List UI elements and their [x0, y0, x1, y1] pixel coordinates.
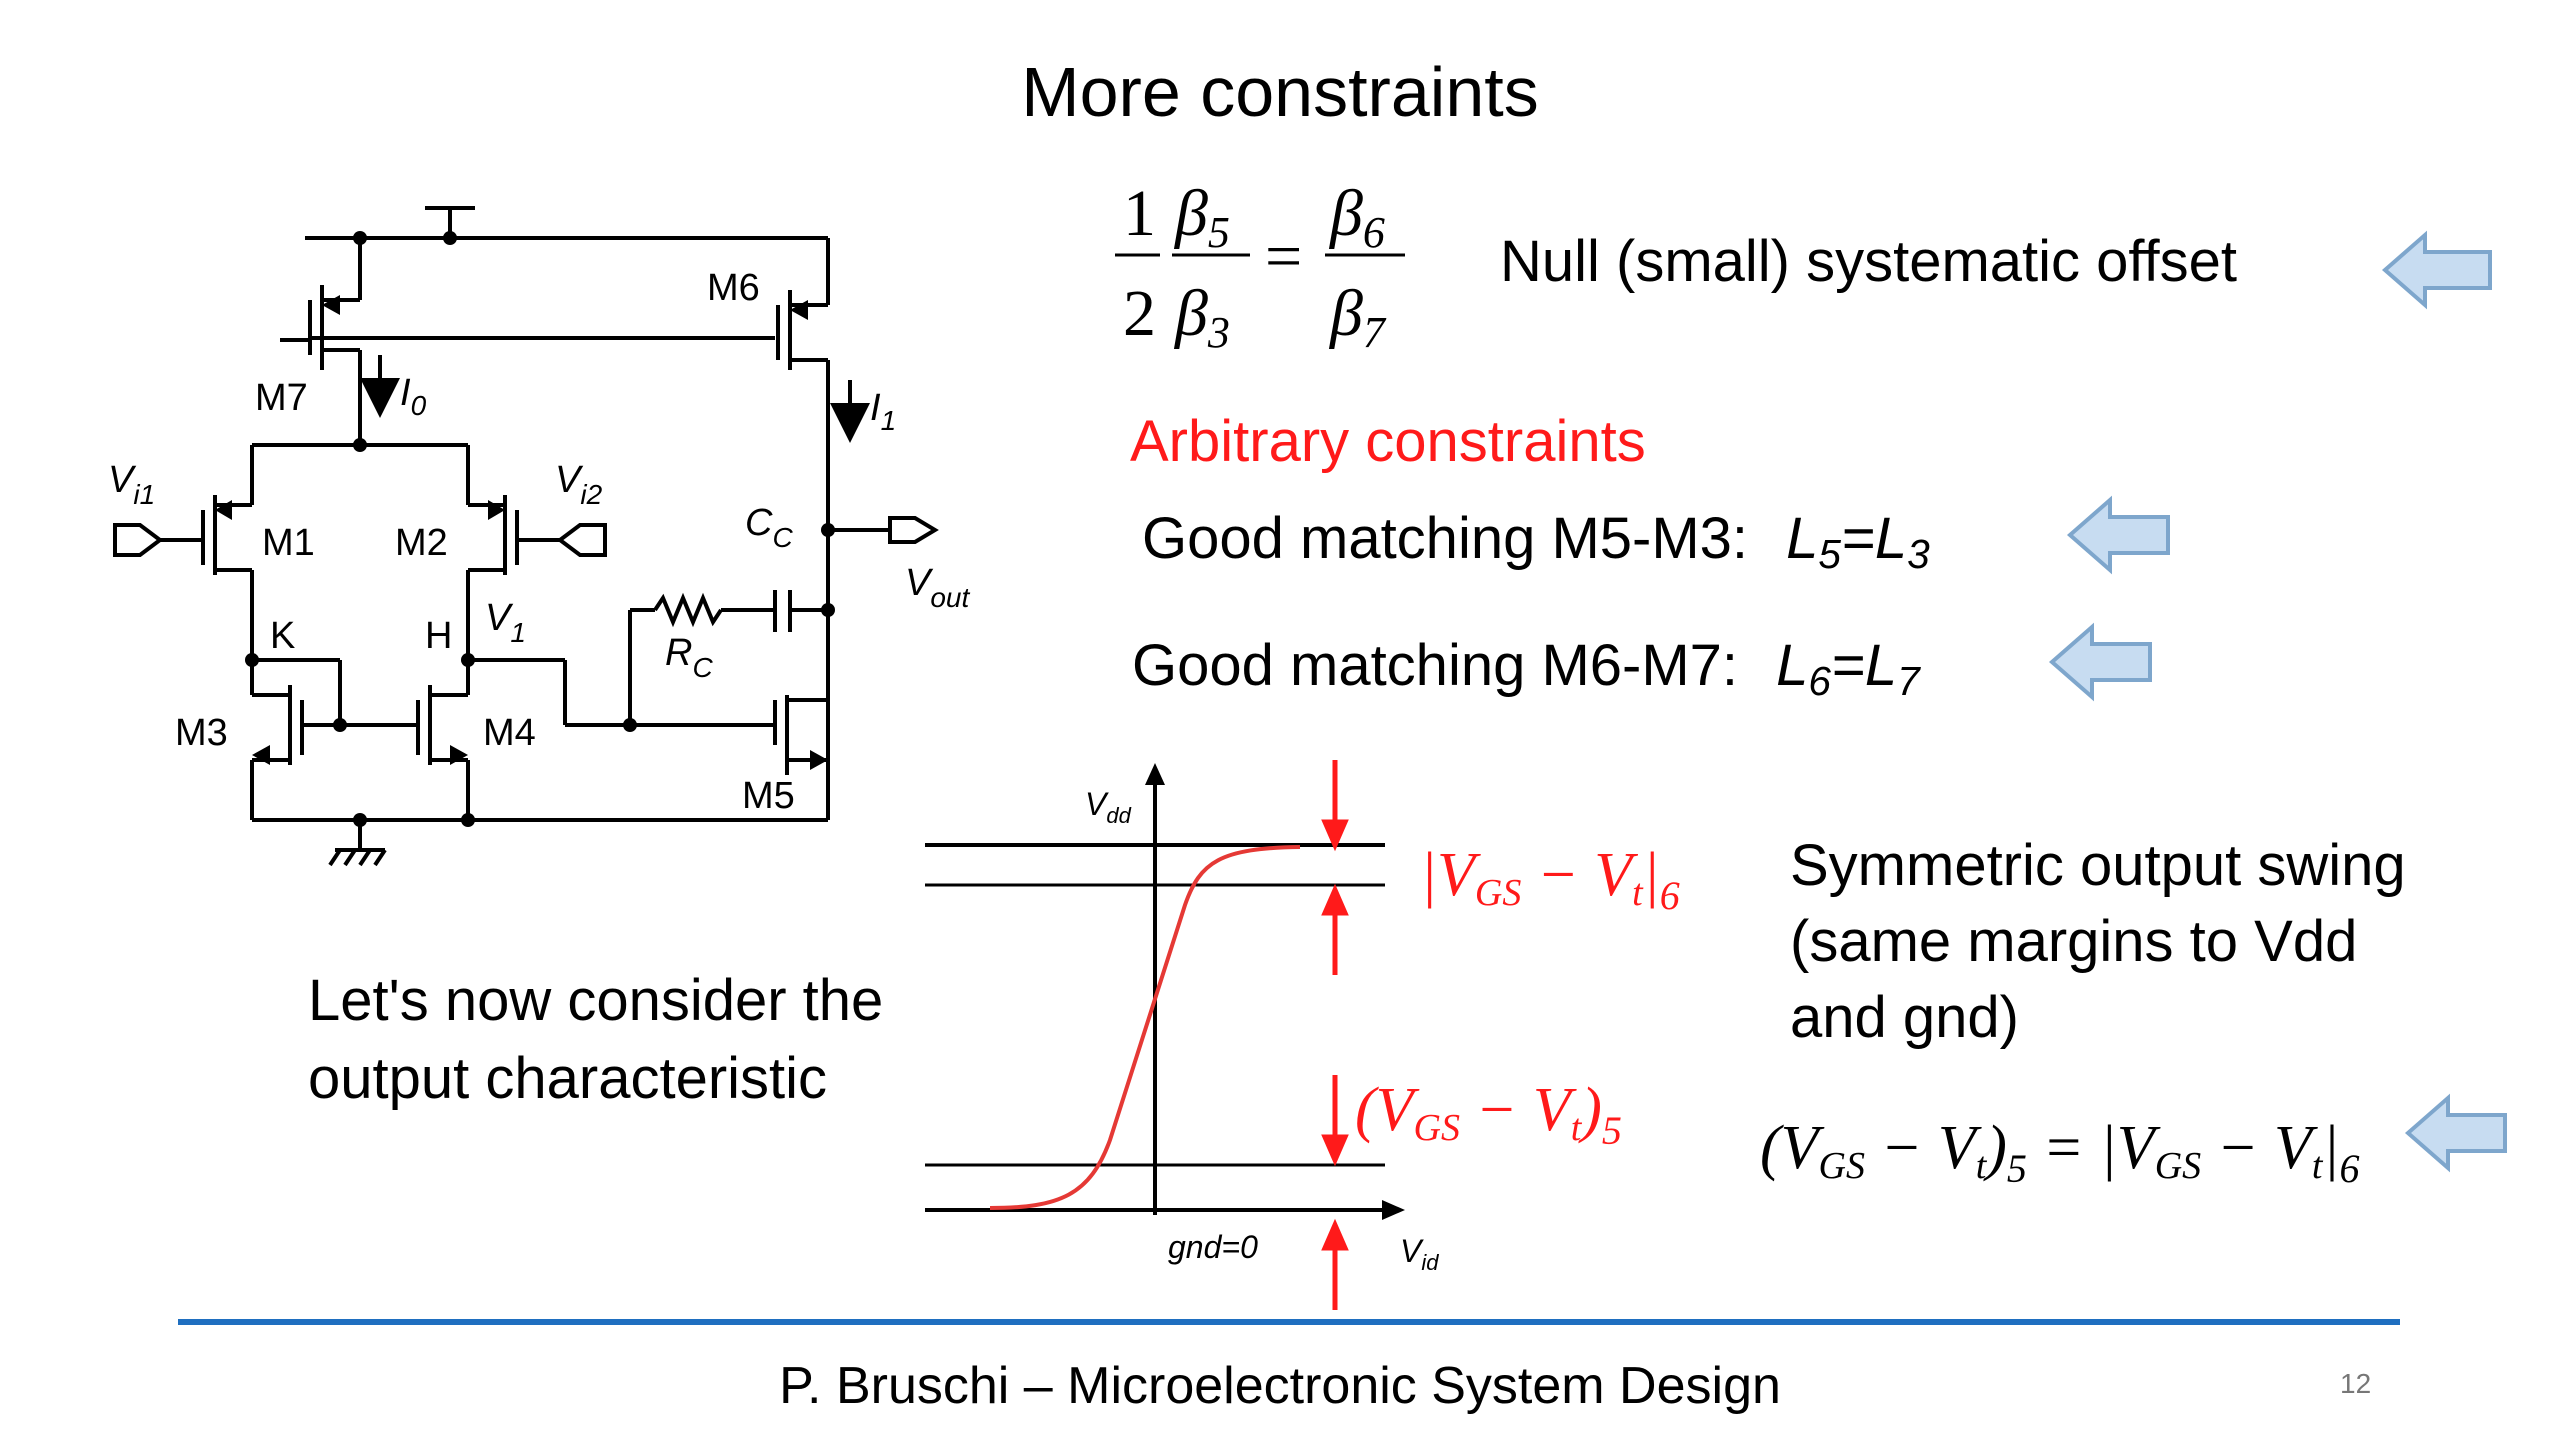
eq-beta6: β6: [1328, 177, 1385, 257]
label-vi2: Vi2: [555, 459, 603, 510]
l3-sub: 3: [1907, 531, 1930, 578]
label-m6: M6: [707, 267, 760, 309]
footer-author: P. Bruschi – Microelectronic System Desi…: [779, 1357, 1781, 1415]
good-matching-m5-m3-label: Good matching M5-M3:: [1142, 506, 1749, 571]
eq-one: 1: [1123, 177, 1156, 250]
page-number: 12: [2340, 1368, 2372, 1399]
eq-beta5: β5: [1173, 177, 1230, 257]
transfer-curve: [989, 845, 1301, 1210]
eq-beta3: β3: [1173, 277, 1230, 357]
l5-sub: 5: [1818, 531, 1841, 578]
slide-title: More constraints: [1021, 53, 1539, 131]
circuit-labels: M7 M6 M1 M2 M3 M4 M5 K H I0 I1 Vi1 Vi2 V…: [108, 267, 971, 817]
left-arrow-icon: [2404, 1093, 2507, 1173]
label-h: H: [425, 615, 452, 657]
left-arrow-icon: [2048, 622, 2152, 702]
symmetric-equation: (VGS − Vt)5 = |VGS − Vt|6: [1760, 1114, 2359, 1191]
l6-sub: 6: [1808, 658, 1831, 705]
arbitrary-constraints-text: Arbitrary constraints: [1130, 409, 1646, 474]
l6-symbol: L: [1776, 633, 1809, 698]
label-m1: M1: [262, 522, 315, 564]
margin-arrows: [1321, 760, 1349, 1310]
label-i1: I1: [870, 387, 896, 436]
label-m7: M7: [255, 377, 308, 419]
label-m2: M2: [395, 522, 448, 564]
vdd-label: Vdd: [1085, 786, 1132, 828]
label-v1: V1: [485, 597, 526, 648]
beta-equation: 1 2 β5 β3 = β6 β7: [1115, 177, 1405, 357]
vgs6-red-label: |VGS − Vt|6: [1420, 841, 1680, 918]
left-arrow-icon: [2381, 230, 2492, 310]
label-rc: RC: [665, 632, 713, 683]
good-matching-m6-m7: Good matching M6-M7: L6=L7: [1132, 633, 1920, 705]
symmetric-line-3: and gnd): [1790, 985, 2019, 1050]
label-k: K: [270, 615, 295, 657]
label-cc: CC: [745, 502, 793, 553]
label-vout: Vout: [905, 562, 971, 613]
label-m5: M5: [742, 775, 795, 817]
l5-symbol: L: [1786, 506, 1819, 571]
l3-symbol: L: [1874, 506, 1908, 571]
vid-label: Vid: [1400, 1233, 1439, 1275]
null-offset-text: Null (small) systematic offset: [1500, 229, 2237, 294]
good-matching-m6-m7-label: Good matching M6-M7:: [1132, 633, 1739, 698]
good-matching-m5-m3: Good matching M5-M3: L5=L3: [1142, 506, 1930, 578]
consider-text: Let's now consider the output characteri…: [308, 962, 883, 1118]
vgs5-red-label: (VGS − Vt)5: [1355, 1076, 1622, 1153]
y-axis-arrow-icon: [1145, 763, 1165, 785]
x-axis-arrow-icon: [1382, 1200, 1405, 1220]
symmetric-line-2: (same margins to Vdd: [1790, 909, 2358, 974]
l7-symbol: L: [1864, 633, 1898, 698]
label-m4: M4: [483, 712, 536, 754]
label-m3: M3: [175, 712, 228, 754]
eq-two: 2: [1123, 277, 1156, 350]
symmetric-swing-text: Symmetric output swing (same margins to …: [1790, 828, 2406, 1056]
consider-line-2: output characteristic: [308, 1046, 828, 1111]
eq-beta7: β7: [1328, 277, 1387, 357]
l7-sub: 7: [1897, 658, 1920, 705]
consider-line-1: Let's now consider the: [308, 968, 884, 1033]
gnd-label: gnd=0: [1168, 1229, 1258, 1265]
left-arrow-icon: [2066, 495, 2170, 575]
label-i0: I0: [400, 372, 427, 421]
eq-equals: =: [1265, 220, 1302, 293]
output-characteristic-graph: Vdd gnd=0 Vid |VGS − Vt|6 (VGS − Vt)5: [925, 760, 1680, 1310]
circuit-schematic: [113, 206, 939, 867]
circuit-arrows: [215, 231, 835, 827]
label-vi1: Vi1: [108, 459, 155, 510]
symmetric-line-1: Symmetric output swing: [1790, 833, 2406, 898]
